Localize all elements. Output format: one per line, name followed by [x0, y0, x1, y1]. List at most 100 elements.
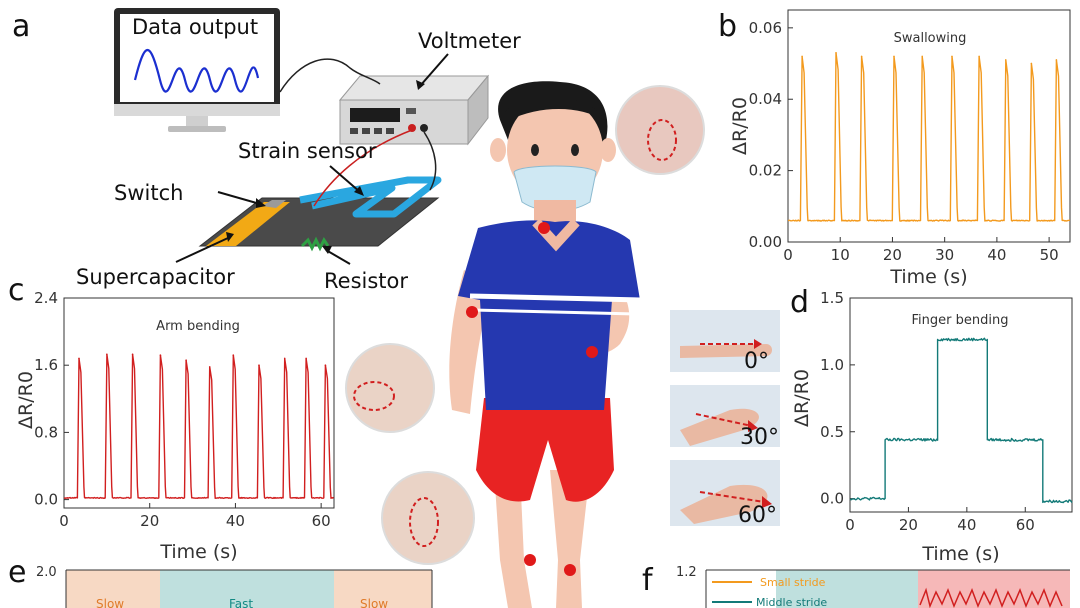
x-axis-label: Time (s) — [889, 266, 967, 288]
chart-title: Swallowing — [894, 31, 967, 46]
y-tick-label: 1.0 — [820, 356, 844, 374]
peak-point-7 — [1004, 59, 1007, 61]
arrowhead-icon — [354, 186, 364, 196]
region-fast — [160, 570, 334, 608]
peak-point-8 — [1030, 62, 1033, 65]
legend-middle-stride: Middle stride — [756, 596, 827, 608]
switch-pointer — [217, 191, 261, 205]
y-tick-label: 0.0 — [34, 491, 58, 509]
region-label-slow-1: Slow — [96, 597, 124, 608]
series-line — [849, 337, 1073, 504]
x-tick-label: 60 — [1016, 516, 1035, 534]
y-tick-label: 0.5 — [820, 423, 844, 441]
y-tick-label: 2.4 — [34, 289, 58, 307]
x-tick-label: 0 — [59, 512, 69, 530]
y-tick-label: 1.6 — [34, 356, 58, 374]
voltmeter-pointer — [419, 53, 449, 87]
x-tick-label: 20 — [140, 512, 159, 530]
arrowhead-icon — [226, 232, 234, 242]
voltmeter-icon — [338, 74, 490, 146]
plot-frame — [849, 297, 1073, 513]
switch-label: Switch — [114, 181, 183, 205]
panel-letter-b: b — [718, 9, 737, 44]
x-tick-label: 40 — [987, 246, 1006, 264]
neck-photo — [615, 85, 705, 175]
x-tick-label: 40 — [226, 512, 245, 530]
peak-point-5 — [208, 366, 211, 368]
x-tick-label: 0 — [845, 516, 855, 534]
peak-point-4 — [185, 359, 187, 361]
x-axis-label: Time (s) — [159, 541, 237, 563]
arrowhead-icon — [256, 198, 266, 208]
peak-point-7 — [258, 364, 260, 367]
panel-letter-f: f — [642, 563, 654, 598]
peak-point-3 — [893, 55, 895, 58]
peak-point-9 — [1055, 59, 1058, 61]
supercapacitor-pointer — [175, 237, 229, 263]
circuit-board — [198, 176, 442, 252]
region-label-slow-2: Slow — [360, 597, 388, 608]
elbow-photo — [345, 343, 435, 433]
y-axis-label: ΔR/R0 — [15, 371, 37, 429]
red-wire — [313, 129, 413, 207]
peak-point-4 — [921, 55, 924, 58]
y-tick-label: 0.04 — [749, 90, 782, 108]
x-tick-label: 30 — [935, 246, 954, 264]
peak-point-2 — [131, 353, 134, 356]
peak-point-2 — [860, 55, 863, 58]
chart-title: Finger bending — [912, 313, 1009, 328]
finger-photo-30 — [670, 385, 780, 447]
y-tick-label: 1.2 — [676, 565, 697, 580]
legend-small-stride: Small stride — [760, 576, 826, 589]
resistor-label: Resistor — [324, 269, 408, 293]
y-tick-label: 0.0 — [820, 490, 844, 508]
arrowhead-icon — [322, 246, 332, 254]
finger-photo-60 — [670, 460, 780, 526]
runner-illustration — [449, 81, 641, 608]
y-tick-label: 0.8 — [34, 423, 58, 441]
chart-title: Arm bending — [156, 319, 240, 334]
plot-frame — [787, 9, 1071, 243]
peak-point-0 — [801, 55, 803, 58]
chart-e: Slow Fast Slow 2.0 — [36, 565, 433, 608]
y-tick-label: 0.02 — [749, 162, 782, 180]
plot-frame — [63, 297, 335, 509]
peak-point-6 — [232, 354, 235, 356]
finger-angle-30: 30° — [740, 425, 779, 450]
black-wire — [423, 131, 437, 191]
strain-sensor-label: Strain sensor — [238, 139, 377, 163]
peak-point-3 — [159, 354, 162, 356]
x-tick-label: 40 — [957, 516, 976, 534]
peak-point-1 — [106, 353, 108, 356]
x-tick-label: 20 — [883, 246, 902, 264]
large-stride-trace — [919, 587, 1063, 608]
x-tick-label: 50 — [1040, 246, 1059, 264]
finger-angle-0: 0° — [744, 349, 769, 374]
y-tick-label: 0.00 — [749, 233, 782, 251]
x-tick-label: 10 — [831, 246, 850, 264]
finger-angle-60: 60° — [738, 503, 777, 528]
supercapacitor-label: Supercapacitor — [76, 265, 235, 289]
x-tick-label: 20 — [899, 516, 918, 534]
peak-point-1 — [835, 52, 837, 54]
monitor-text: Data output — [132, 15, 258, 39]
region-label-fast: Fast — [229, 597, 253, 608]
resistor-pointer — [325, 249, 351, 265]
y-tick-label: 0.06 — [749, 19, 782, 37]
x-tick-label: 60 — [312, 512, 331, 530]
peak-point-8 — [283, 357, 286, 360]
monitor-icon — [114, 8, 280, 132]
panel-letter-d: d — [790, 285, 809, 320]
strain-pointer — [329, 165, 361, 193]
y-tick-label: 1.5 — [820, 289, 844, 307]
finger-photo-0 — [670, 310, 780, 372]
x-axis-label: Time (s) — [921, 543, 999, 565]
knee-photo — [381, 471, 475, 565]
series-line — [63, 353, 334, 499]
chart-f: Small stride Middle stride 1.2 — [676, 565, 1070, 608]
peak-point-6 — [978, 55, 980, 58]
